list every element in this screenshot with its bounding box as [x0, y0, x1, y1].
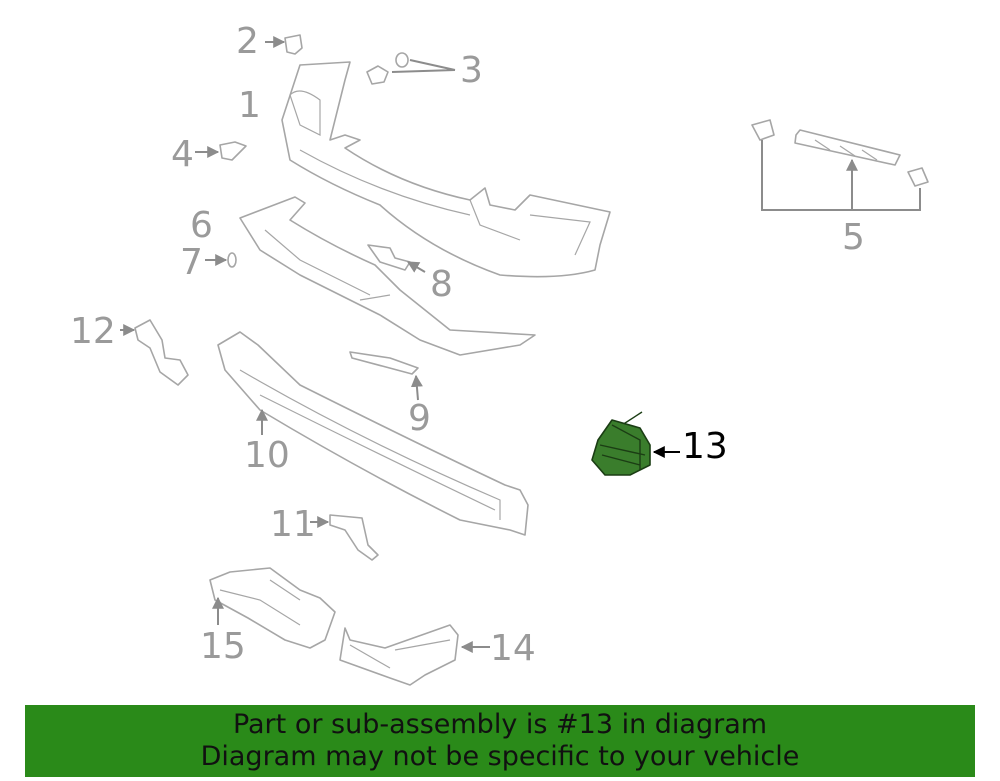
part-6-lower-valance[interactable] — [239, 196, 536, 356]
callout-6: 6 — [190, 205, 213, 246]
part-1-bumper-cover[interactable] — [281, 61, 611, 278]
part-2-clip[interactable] — [265, 34, 303, 55]
part-12-bracket[interactable] — [120, 319, 189, 386]
callout-11: 11 — [270, 504, 316, 545]
callout-5: 5 — [842, 217, 865, 258]
info-banner: Part or sub-assembly is #13 in diagram D… — [25, 705, 975, 777]
callout-1: 1 — [238, 85, 261, 126]
callout-13: 13 — [682, 426, 728, 467]
callout-15: 15 — [200, 626, 246, 667]
part-3-screw[interactable] — [366, 52, 456, 85]
part-8-bracket[interactable] — [367, 244, 426, 273]
part-9-strip[interactable] — [349, 351, 423, 401]
callout-7: 7 — [180, 242, 203, 283]
part-5-trim-bracket[interactable] — [751, 119, 929, 211]
part-10-reinforcement-beam[interactable] — [217, 331, 529, 536]
part-7-clip[interactable] — [205, 252, 237, 268]
callout-12: 12 — [70, 311, 116, 352]
callout-8: 8 — [430, 264, 453, 305]
callout-3: 3 — [460, 50, 483, 91]
callout-2: 2 — [236, 21, 259, 62]
callout-9: 9 — [408, 398, 431, 439]
part-15-shield[interactable] — [209, 567, 336, 649]
callout-4: 4 — [171, 134, 194, 175]
banner-line-2: Diagram may not be specific to your vehi… — [200, 741, 800, 772]
banner-line-1: Part or sub-assembly is #13 in diagram — [232, 709, 768, 740]
part-11-bracket[interactable] — [310, 514, 379, 561]
part-4-screw[interactable] — [195, 141, 247, 161]
parts-diagram: 2 1 3 4 5 6 7 8 9 10 11 12 13 14 15 — [70, 21, 929, 686]
callout-10: 10 — [244, 435, 290, 476]
part-14-deflector[interactable] — [339, 624, 490, 686]
part-13-sensor-assembly[interactable] — [591, 411, 680, 476]
callout-14: 14 — [490, 628, 536, 669]
